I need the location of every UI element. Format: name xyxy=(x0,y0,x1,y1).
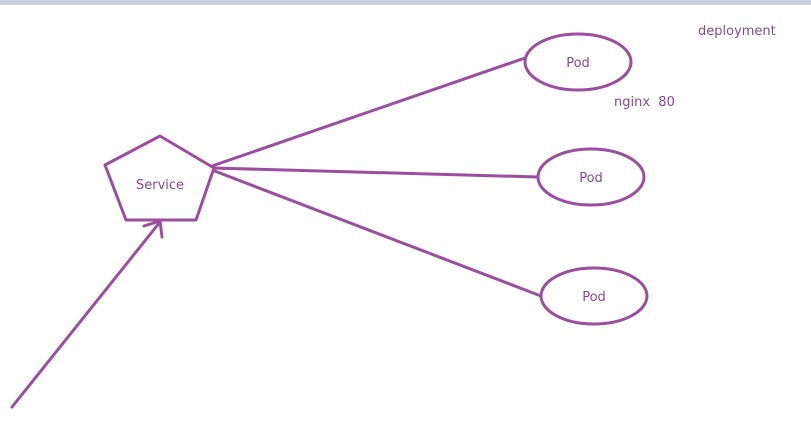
pod-3-label: Pod xyxy=(582,290,606,305)
pod-node-3: Pod xyxy=(539,266,649,326)
pod-1-ellipse xyxy=(523,32,633,92)
service-pentagon xyxy=(103,134,216,222)
service-to-pod-1-line xyxy=(210,56,527,168)
service-label: Service xyxy=(136,178,184,193)
nginx-port-annotation: nginx 80 xyxy=(614,95,675,110)
pod-2-ellipse xyxy=(536,147,646,207)
service-to-pod-3-line xyxy=(210,168,543,298)
pod-node-1: Pod xyxy=(523,32,633,92)
pod-2-label: Pod xyxy=(579,171,603,186)
top-border xyxy=(0,0,811,5)
pod-3-ellipse xyxy=(539,266,649,326)
service-to-pod-2-line xyxy=(210,166,540,179)
deployment-label: deployment xyxy=(698,24,776,39)
incoming-arrow xyxy=(10,219,164,409)
service-node: Service xyxy=(103,134,216,222)
pod-1-label: Pod xyxy=(566,56,590,71)
pod-node-2: Pod xyxy=(536,147,646,207)
